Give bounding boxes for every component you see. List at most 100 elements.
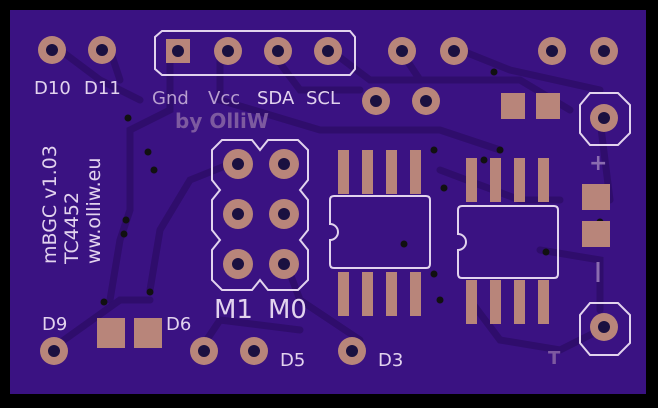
via [440, 184, 448, 192]
pad-hole [272, 45, 284, 57]
smd-pad [536, 93, 560, 119]
connector-right [579, 92, 631, 356]
bottom-left-group: D9 D6 [40, 314, 191, 365]
via [490, 68, 498, 76]
via [430, 270, 438, 278]
i2c-header: Gnd Vcc SDA SCL [152, 30, 356, 109]
mode-header: M1 M0 [211, 139, 309, 325]
ic-pin [514, 280, 525, 324]
connector-outline [579, 302, 631, 356]
pad-hole [48, 345, 60, 357]
pad-hole [322, 45, 334, 57]
smd-pad [97, 318, 125, 348]
vias [100, 68, 604, 306]
capacitor-right: + [582, 151, 610, 282]
via [496, 146, 504, 154]
trace [46, 296, 154, 354]
via [542, 248, 550, 256]
i2c-header-outline [154, 30, 356, 76]
ic-pin [466, 280, 477, 324]
version-text: mBGC v1.03 TC4452 ww.olliw.eu [39, 145, 105, 265]
pin-header-left: D10 D11 [34, 36, 121, 99]
label-m0: M0 [268, 295, 307, 325]
via [150, 166, 158, 174]
ic-pin [386, 272, 397, 316]
label-d10: D10 [34, 78, 71, 99]
t-marker: T [548, 348, 561, 369]
pad-hole [172, 45, 184, 57]
smd-pad [582, 221, 610, 247]
pad-hole [420, 95, 432, 107]
trace [216, 46, 504, 154]
pad-hole [346, 345, 358, 357]
pad-hole [248, 345, 260, 357]
pad-hole [222, 45, 234, 57]
bottom-pads: D5 D3 T [190, 337, 561, 371]
pad-hole [278, 208, 290, 220]
ic-pin [410, 272, 421, 316]
version-line-1: mBGC v1.03 [39, 145, 61, 264]
ic-pin [386, 150, 397, 194]
via [120, 230, 128, 238]
via [146, 288, 154, 296]
trace [106, 46, 174, 304]
label-d5: D5 [280, 350, 305, 371]
via [122, 216, 130, 224]
pad-hole [232, 258, 244, 270]
ic-pin [538, 280, 549, 324]
via [436, 296, 444, 304]
label-sda: SDA [257, 88, 295, 109]
ic-pin [514, 158, 525, 202]
trace [146, 156, 244, 294]
pad-hole [278, 158, 290, 170]
ic-pin [338, 272, 349, 316]
pad-hole [96, 44, 108, 56]
pad-hole [598, 321, 610, 333]
ic-left [329, 150, 431, 316]
smd-pad [582, 184, 610, 210]
smd-pads-top-right [501, 93, 560, 119]
label-d3: D3 [378, 350, 403, 371]
pad-hole [232, 208, 244, 220]
pad-hole [232, 158, 244, 170]
pads-top-right [362, 37, 618, 115]
pad-hole [278, 258, 290, 270]
via [430, 146, 438, 154]
label-d6: D6 [166, 314, 191, 335]
pad-hole [396, 45, 408, 57]
plus-marker: + [589, 151, 607, 176]
ic-pin [338, 150, 349, 194]
trace [56, 46, 144, 104]
credit-text: by OlliW [175, 109, 269, 133]
ic-pin [490, 158, 501, 202]
pad-hole [598, 112, 610, 124]
ic-pin [490, 280, 501, 324]
trace [281, 256, 364, 344]
pad-hole [448, 45, 460, 57]
ic-pin [410, 150, 421, 194]
via [144, 148, 152, 156]
via [480, 156, 488, 164]
ic-pin [466, 158, 477, 202]
trace [536, 246, 604, 314]
ic-outline [457, 205, 559, 279]
connector-outline [579, 92, 631, 146]
pad-hole [198, 345, 210, 357]
pad-hole [546, 45, 558, 57]
pad-hole [598, 45, 610, 57]
mode-header-outline [211, 139, 309, 291]
label-m1: M1 [214, 295, 253, 325]
ic-pin [538, 158, 549, 202]
version-line-3: ww.olliw.eu [83, 158, 105, 264]
via [124, 114, 132, 122]
ic-right [457, 158, 559, 324]
pad-hole [370, 95, 382, 107]
via [100, 298, 108, 306]
ic-pin [362, 150, 373, 194]
label-vcc: Vcc [208, 88, 240, 109]
label-scl: SCL [306, 88, 340, 109]
version-line-2: TC4452 [61, 192, 83, 265]
pad-hole [46, 44, 58, 56]
